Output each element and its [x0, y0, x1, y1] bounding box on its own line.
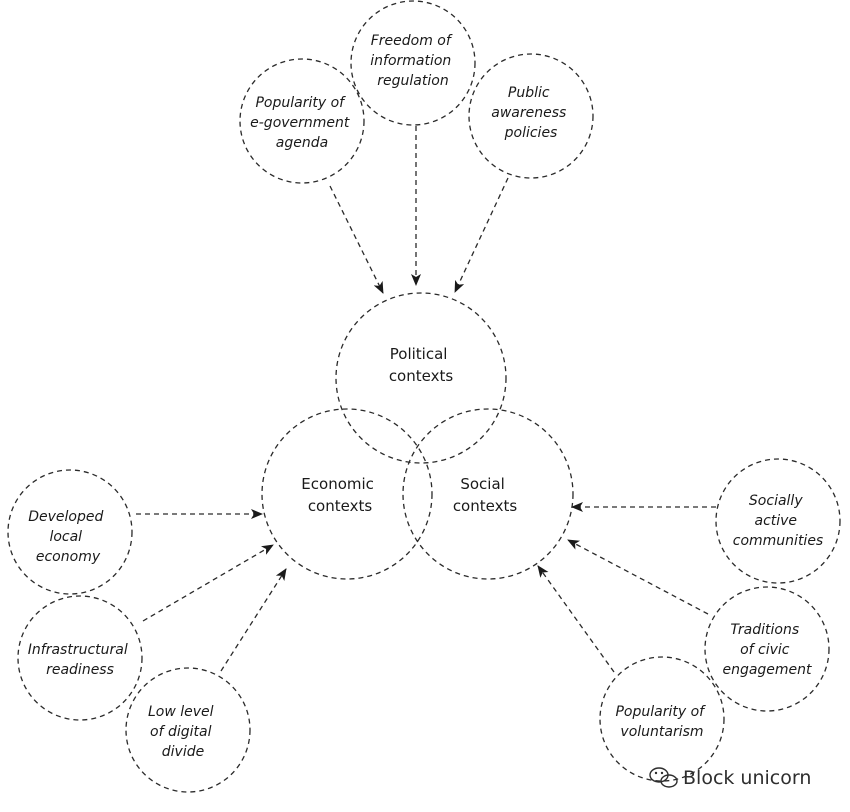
voluntarism-line-1: Popularity of: [615, 704, 706, 720]
civic-engagement-line-1: Traditions: [730, 622, 799, 638]
economic-contexts-node: Economic contexts: [261, 408, 433, 580]
public-awareness-node: Public awareness policies: [468, 53, 594, 179]
svg-text:Popularity of e-governme: Popularity of e-government agenda: [250, 95, 354, 151]
freedom-of-information-line-1: Freedom of: [371, 33, 453, 49]
voluntarism-node: Popularity of voluntarism: [599, 656, 725, 782]
socially-active-line-1: Socially: [749, 493, 803, 509]
svg-text:Economic contexts: Economic contexts: [301, 475, 378, 515]
civic-engagement-node: Traditions of civic engagement: [704, 586, 830, 712]
arrow-public-awareness-to-political: [454, 177, 509, 293]
social-contexts-node: Social contexts: [402, 408, 574, 580]
e-government-line-2: e-government: [250, 115, 350, 131]
social-contexts-line-1: Social: [460, 475, 504, 493]
arrow-voluntarism-to-social: [537, 565, 615, 673]
svg-text:Developed local ec: Developed local economy: [28, 509, 108, 565]
infrastructure-line-2: readiness: [46, 662, 114, 678]
economic-contexts-line-2: contexts: [308, 497, 373, 515]
arrow-infrastructure-to-economic: [142, 544, 274, 622]
digital-divide-line-1: Low level: [148, 704, 214, 720]
socially-active-node: Socially active communities: [715, 458, 841, 584]
digital-divide-line-3: divide: [162, 744, 204, 760]
voluntarism-line-2: voluntarism: [620, 724, 703, 740]
e-government-node: Popularity of e-government agenda: [239, 58, 365, 184]
svg-text:Social contexts: Social contexts: [453, 475, 518, 515]
civic-engagement-line-3: engagement: [722, 662, 812, 678]
local-economy-node: Developed local economy: [7, 469, 133, 595]
public-awareness-line-1: Public: [508, 85, 550, 101]
arrow-e-government-to-political: [329, 185, 384, 294]
svg-text:Popularity of voluntaris: Popularity of voluntarism: [615, 704, 708, 740]
social-contexts-line-2: contexts: [453, 497, 518, 515]
e-government-line-3: agenda: [276, 135, 328, 151]
watermark-text: Block unicorn: [683, 767, 811, 789]
freedom-of-information-line-2: information: [370, 53, 451, 69]
svg-text:Infrastructural readines: Infrastructural readiness: [28, 642, 132, 678]
local-economy-line-1: Developed: [28, 509, 103, 525]
wechat-icon: [649, 767, 678, 788]
local-economy-line-3: economy: [36, 549, 101, 565]
freedom-of-information-node: Freedom of information regulation: [350, 0, 476, 126]
watermark: Block unicorn: [649, 767, 811, 789]
freedom-of-information-line-3: regulation: [377, 73, 448, 89]
arrow-civic-engagement-to-social: [567, 539, 709, 615]
civic-engagement-line-2: of civic: [740, 642, 790, 658]
infrastructure-node: Infrastructural readiness: [17, 595, 143, 721]
digital-divide-node: Low level of digital divide: [125, 667, 251, 793]
political-contexts-line-1: Political: [390, 345, 448, 363]
political-contexts-line-2: contexts: [389, 367, 454, 385]
socially-active-line-3: communities: [733, 533, 823, 549]
svg-text:Public awareness p: Public awareness policies: [491, 85, 571, 141]
economic-contexts-line-1: Economic: [301, 475, 374, 493]
svg-text:Freedom of information: Freedom of information regulation: [370, 33, 456, 89]
arrow-digital-divide-to-economic: [220, 568, 287, 672]
public-awareness-line-2: awareness: [491, 105, 566, 121]
socially-active-line-2: active: [754, 513, 797, 529]
svg-text:Low level of digital: Low level of digital divide: [148, 704, 218, 760]
svg-text:Political contexts: Political contexts: [389, 345, 454, 385]
svg-text:Traditions of civic: Traditions of civic engagement: [722, 622, 812, 678]
infrastructure-line-1: Infrastructural: [28, 642, 128, 658]
local-economy-line-2: local: [49, 529, 82, 545]
political-contexts-node: Political contexts: [335, 292, 507, 464]
svg-text:Socially active co: Socially active communities: [733, 493, 823, 549]
digital-divide-line-2: of digital: [150, 724, 212, 740]
public-awareness-line-3: policies: [504, 125, 558, 141]
e-government-line-1: Popularity of: [255, 95, 346, 111]
